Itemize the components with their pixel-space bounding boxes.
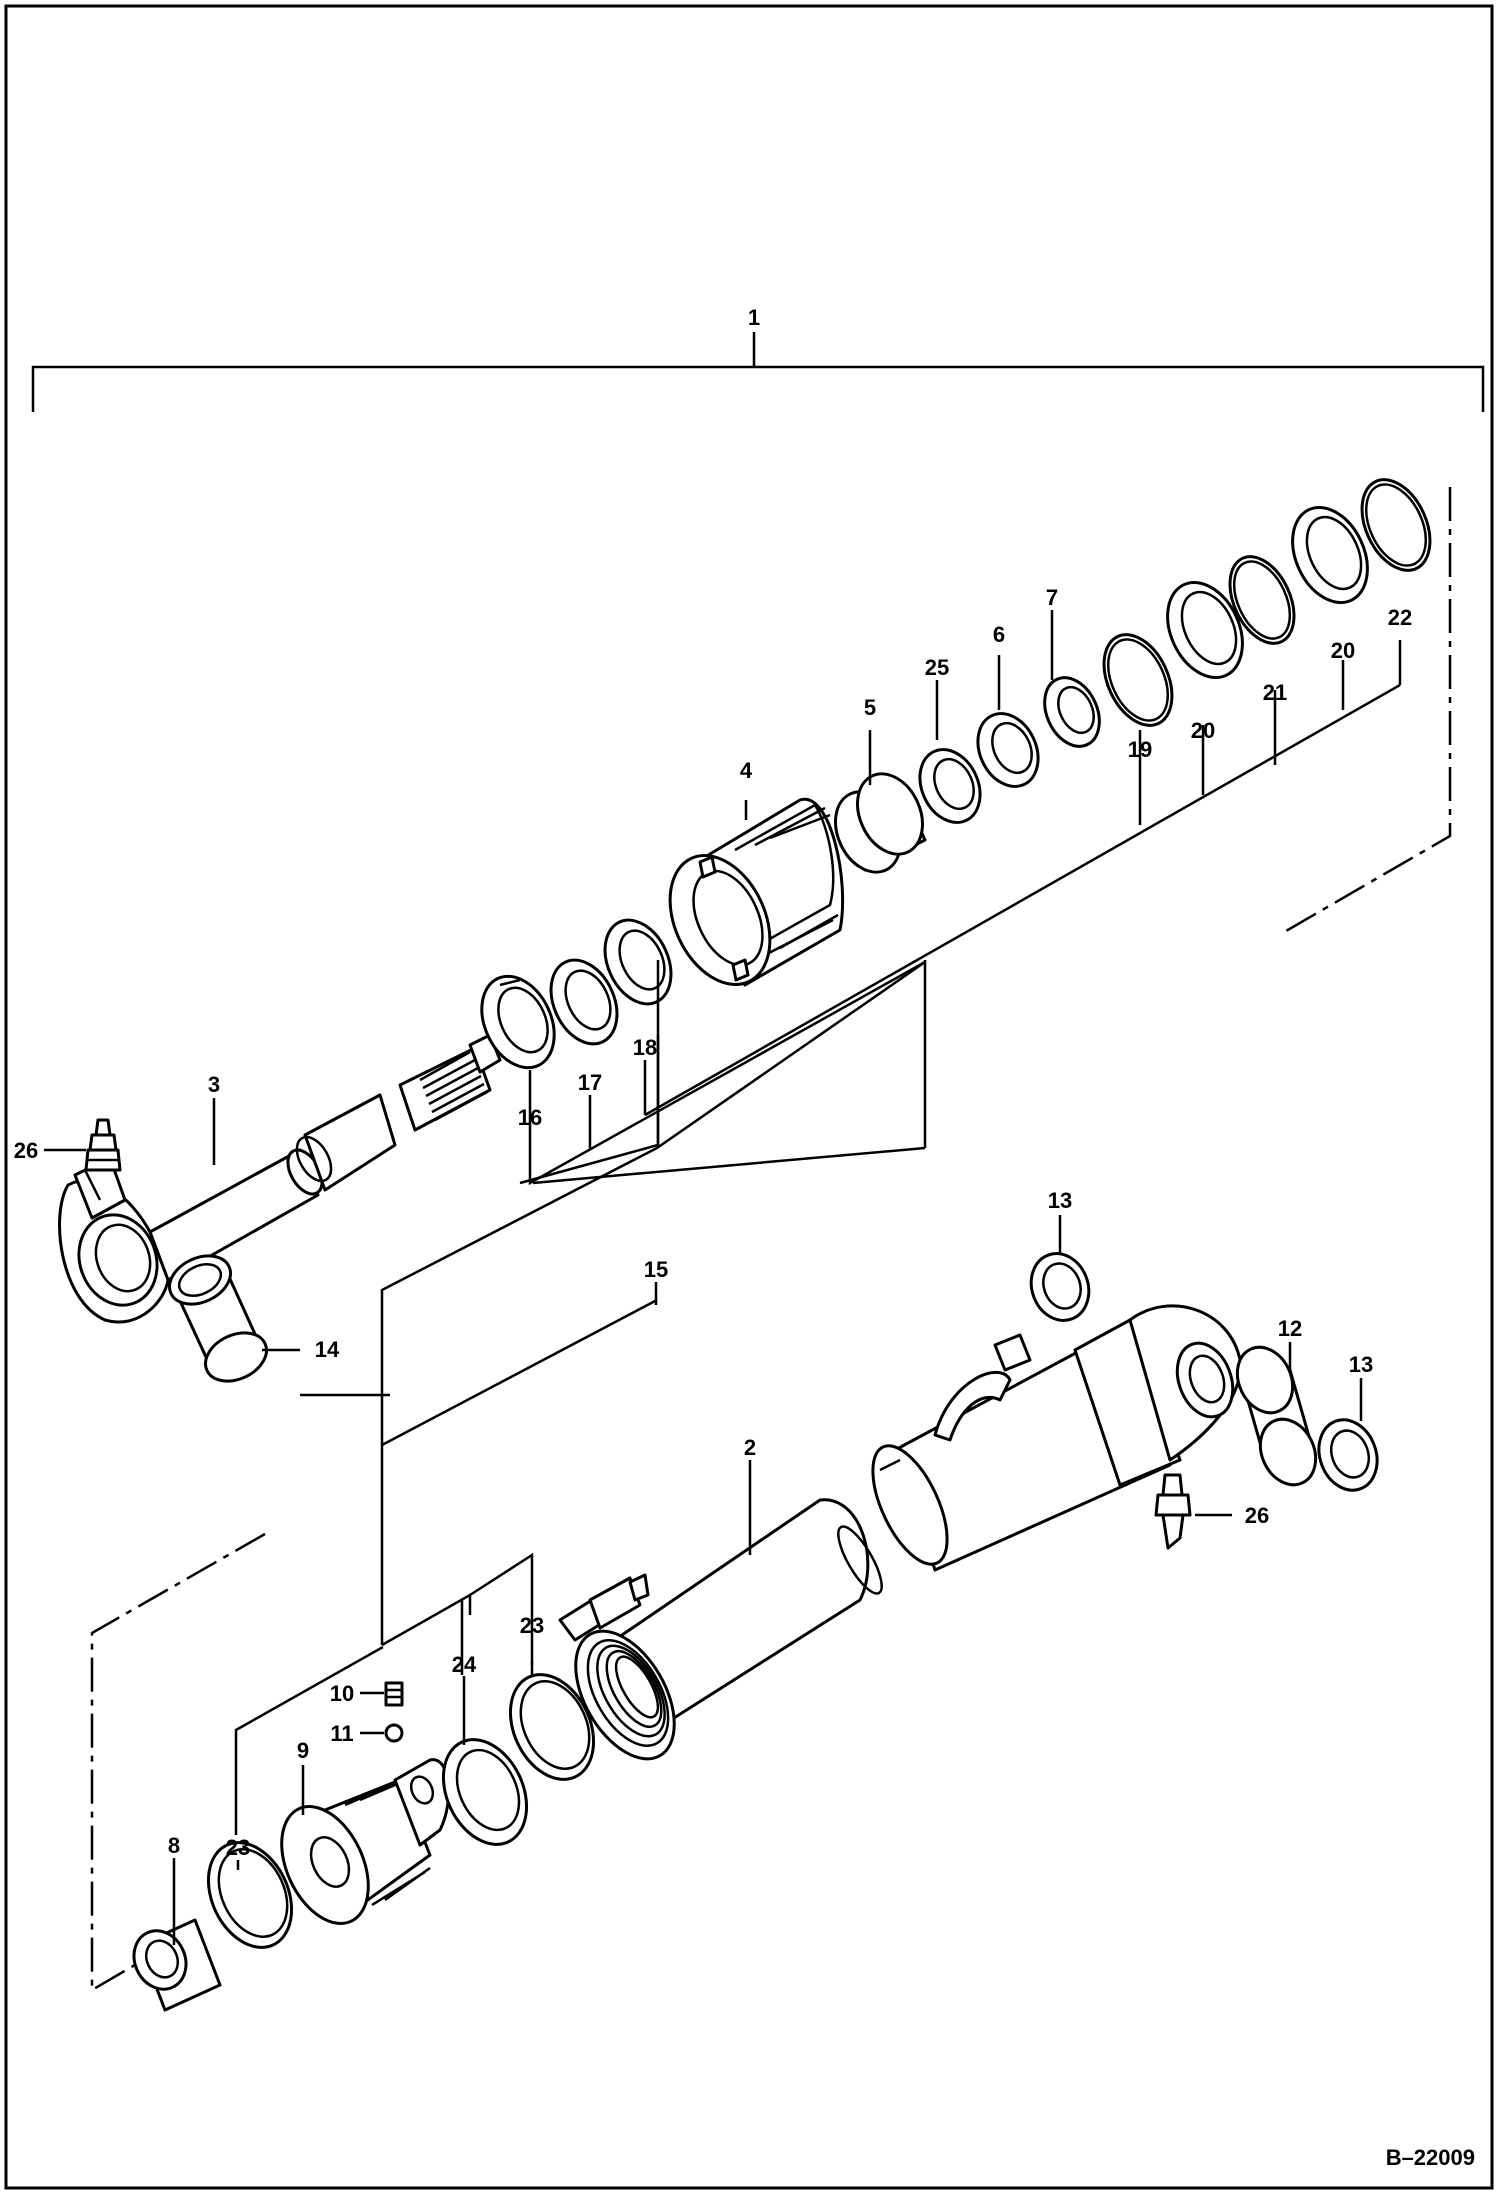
callout-9: 9 bbox=[297, 1738, 309, 1763]
set-screw-10 bbox=[384, 1681, 404, 1707]
ball-11 bbox=[384, 1723, 404, 1743]
callout-1: 1 bbox=[748, 305, 760, 330]
seal-25 bbox=[918, 748, 982, 824]
callout-11: 11 bbox=[330, 1721, 353, 1746]
callout-26-upper: 26 bbox=[14, 1138, 38, 1163]
callout-15: 15 bbox=[644, 1257, 668, 1282]
leader-15 bbox=[381, 1298, 658, 1447]
upper-leader-lines bbox=[44, 610, 1402, 1352]
wiper-7 bbox=[1043, 676, 1101, 748]
ring-17 bbox=[549, 958, 619, 1046]
cylinder-rear bbox=[871, 1304, 1242, 1572]
oring-19-inner bbox=[1106, 638, 1170, 722]
callout-21: 21 bbox=[1263, 680, 1287, 705]
callout-labels: 1 2 3 4 5 6 7 8 9 10 11 12 13 13 14 15 1… bbox=[14, 305, 1412, 1860]
callout-18: 18 bbox=[633, 1035, 657, 1060]
backup-ring-20a bbox=[1166, 580, 1244, 680]
callout-13-lower: 13 bbox=[1349, 1352, 1373, 1377]
callout-19: 19 bbox=[1128, 737, 1152, 762]
oring-22-inner bbox=[1364, 483, 1428, 567]
callout-5: 5 bbox=[864, 695, 876, 720]
rod-thread bbox=[419, 1050, 488, 1122]
ring-24 bbox=[441, 1738, 529, 1846]
callout-23a: 23 bbox=[226, 1835, 250, 1860]
bushing-12 bbox=[1235, 1345, 1318, 1487]
callout-26-lower: 26 bbox=[1245, 1503, 1269, 1528]
callout-10: 10 bbox=[330, 1681, 354, 1706]
seal-13-lower bbox=[1317, 1418, 1379, 1492]
barrel-thread bbox=[586, 1639, 670, 1747]
callout-22: 22 bbox=[1388, 605, 1412, 630]
break-line-lower-left bbox=[90, 1532, 266, 1993]
callout-2: 2 bbox=[744, 1435, 756, 1460]
bushing-5 bbox=[834, 772, 927, 874]
rod-eye bbox=[58, 1156, 170, 1324]
seal-16 bbox=[480, 974, 556, 1070]
page-frame bbox=[4, 4, 1494, 2190]
break-line-upper-right bbox=[1285, 487, 1452, 933]
cylinder-barrel bbox=[558, 1498, 883, 1761]
callout-23b: 23 bbox=[520, 1613, 544, 1638]
seal-13-upper bbox=[1029, 1252, 1091, 1322]
ring-23-upper bbox=[508, 1673, 596, 1781]
oring-21-inner bbox=[1232, 560, 1292, 640]
callout-20b: 20 bbox=[1331, 638, 1355, 663]
grease-fitting-upper bbox=[84, 1118, 122, 1172]
gland-4 bbox=[668, 797, 845, 987]
callout-7: 7 bbox=[1046, 585, 1058, 610]
backup-ring-20b bbox=[1291, 505, 1369, 605]
bushing-8 bbox=[132, 1918, 222, 2012]
callout-24: 24 bbox=[452, 1652, 477, 1677]
callout-8: 8 bbox=[168, 1833, 180, 1858]
callout-14: 14 bbox=[315, 1337, 340, 1362]
callout-6: 6 bbox=[993, 622, 1005, 647]
callout-20a: 20 bbox=[1191, 718, 1215, 743]
seal-6 bbox=[976, 712, 1040, 788]
assembly-bracket bbox=[31, 332, 1485, 412]
callout-25: 25 bbox=[925, 655, 949, 680]
grease-fitting-lower bbox=[1154, 1473, 1192, 1550]
bushing-14 bbox=[168, 1254, 268, 1383]
ring-23-lower bbox=[206, 1841, 294, 1949]
ring-18 bbox=[603, 918, 673, 1006]
callout-3: 3 bbox=[208, 1072, 220, 1097]
callout-17: 17 bbox=[578, 1070, 602, 1095]
callout-13-upper: 13 bbox=[1048, 1188, 1072, 1213]
callout-4: 4 bbox=[740, 758, 753, 783]
lower-leader-lines bbox=[172, 960, 1363, 1945]
drawing-number: B–22009 bbox=[1386, 2145, 1475, 2170]
callout-16: 16 bbox=[518, 1105, 542, 1130]
callout-12: 12 bbox=[1278, 1316, 1302, 1341]
piston-rod bbox=[148, 1033, 502, 1282]
